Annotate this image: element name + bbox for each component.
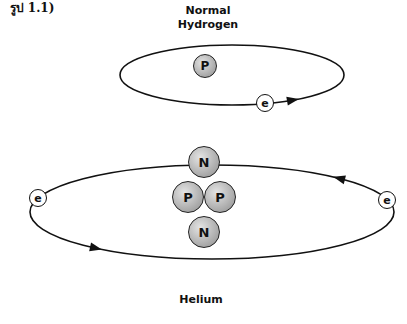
particle-letter: e <box>261 98 268 109</box>
particle-letter: P <box>215 191 225 204</box>
neutron-circle: N <box>188 216 220 248</box>
electron-circle: e <box>29 189 47 207</box>
neutron-circle: N <box>188 146 220 178</box>
hydrogen-orbit <box>120 45 344 105</box>
proton-circle: P <box>204 181 236 213</box>
particle-letter: P <box>183 191 193 204</box>
helium-orbit <box>30 165 394 259</box>
particle-letter: N <box>199 226 210 239</box>
electron-circle: e <box>256 94 274 112</box>
proton-circle: P <box>172 181 204 213</box>
electron-circle: e <box>378 191 396 209</box>
proton-circle: P <box>193 54 217 78</box>
orbit-arrowhead <box>332 173 346 185</box>
particle-letter: e <box>34 193 41 204</box>
orbit-arrowhead <box>286 95 299 106</box>
particle-letter: P <box>201 60 210 72</box>
figure-number: รูป 1.1) <box>0 1 67 16</box>
orbit-arrowhead <box>89 243 103 254</box>
atom-title: Helium <box>161 293 241 307</box>
particle-letter: e <box>383 195 390 206</box>
atom-title: Normal Hydrogen <box>176 4 240 32</box>
particle-letter: N <box>199 156 210 169</box>
